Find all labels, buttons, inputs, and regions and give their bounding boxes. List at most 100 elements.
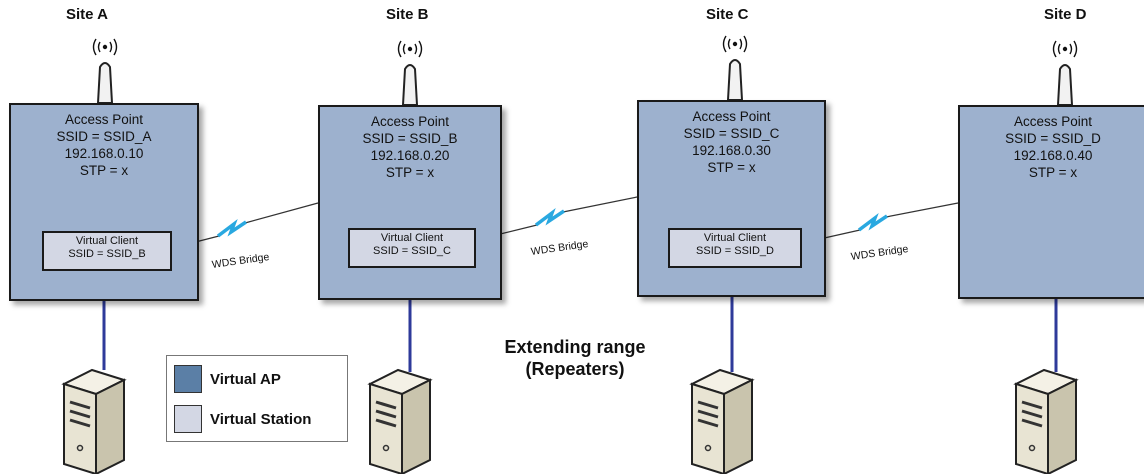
- wireless-link-icon: [857, 213, 888, 232]
- wave: [113, 38, 118, 56]
- site-b-access-point: Access Point SSID = SSID_B 192.168.0.20 …: [318, 105, 502, 300]
- drive-bay: [375, 409, 397, 419]
- site-c-access-point: Access Point SSID = SSID_C 192.168.0.30 …: [637, 100, 826, 297]
- server-icon: [689, 368, 755, 474]
- ap-ip: 192.168.0.10: [64, 146, 144, 161]
- site-c-title: Site C: [706, 6, 749, 23]
- power-button: [382, 444, 390, 452]
- wave: [397, 40, 402, 58]
- server-side: [95, 378, 125, 474]
- ap-ssid: SSID = SSID_D: [1005, 131, 1101, 146]
- legend-label: Virtual AP: [210, 370, 281, 388]
- center-title: Extending range (Repeaters): [470, 336, 680, 380]
- antenna-mast: [726, 59, 744, 101]
- client-ssid: SSID = SSID_B: [68, 248, 146, 260]
- wave: [1052, 40, 1057, 58]
- site-d-access-point: Access Point SSID = SSID_D 192.168.0.40 …: [958, 105, 1144, 299]
- wireless-link-icon: [534, 208, 565, 227]
- ap-ip: 192.168.0.30: [692, 143, 771, 158]
- ap-stp: STP = x: [707, 160, 756, 175]
- ap-stp: STP = x: [79, 163, 129, 178]
- site-b-virtual-client: Virtual Client SSID = SSID_C: [348, 228, 476, 268]
- wds-line-right: [562, 196, 638, 213]
- ap-ip: 192.168.0.40: [1013, 148, 1093, 163]
- site-a-access-point: Access Point SSID = SSID_A 192.168.0.10 …: [9, 103, 199, 301]
- ap-ssid: SSID = SSID_B: [362, 131, 458, 146]
- power-button: [76, 444, 84, 452]
- drive-bay: [375, 418, 397, 428]
- ap-label: Access Point: [64, 112, 144, 127]
- server-side: [723, 378, 753, 474]
- center-title-line1: Extending range: [504, 337, 646, 357]
- wave: [722, 35, 727, 53]
- legend-swatch-virtual-station: [174, 405, 202, 433]
- server-front: [1015, 382, 1049, 474]
- drive-bay: [69, 418, 91, 428]
- drive-bay: [1021, 418, 1043, 428]
- wds-line-right: [885, 202, 959, 218]
- server-front: [691, 382, 725, 474]
- server-icon: [367, 368, 433, 474]
- legend: Virtual AP Virtual Station: [166, 355, 348, 442]
- antenna-icon: [92, 38, 118, 104]
- client-ssid: SSID = SSID_D: [696, 245, 774, 257]
- wave: [1057, 43, 1061, 55]
- drive-bay: [697, 400, 719, 410]
- wds-line-right: [244, 202, 319, 224]
- client-label: Virtual Client: [703, 232, 767, 244]
- wireless-link-icon: [216, 219, 247, 238]
- server-side: [401, 378, 431, 474]
- wave: [727, 38, 731, 50]
- ap-stp: STP = x: [1028, 165, 1078, 180]
- client-label: Virtual Client: [75, 235, 139, 247]
- antenna-mast: [96, 62, 114, 104]
- wds-link-bc: [534, 208, 565, 227]
- wave: [402, 43, 406, 55]
- wave: [92, 38, 97, 56]
- antenna-icon: [722, 35, 748, 101]
- ap-ssid: SSID = SSID_A: [56, 129, 152, 144]
- server-side: [1047, 378, 1077, 474]
- antenna-mast: [401, 64, 419, 106]
- server-front: [63, 382, 97, 474]
- ap-label: Access Point: [370, 114, 450, 129]
- antenna-dot: [407, 46, 413, 52]
- power-button: [1028, 444, 1036, 452]
- wds-link-cd: [857, 213, 888, 232]
- server-front: [369, 382, 403, 474]
- antenna-mast: [1056, 64, 1074, 106]
- site-d-title: Site D: [1044, 6, 1087, 23]
- antenna-icon: [397, 40, 423, 106]
- antenna-dot: [732, 41, 738, 47]
- ap-label: Access Point: [1013, 114, 1093, 129]
- drive-bay: [1021, 409, 1043, 419]
- ap-stp: STP = x: [385, 165, 435, 180]
- drive-bay: [1021, 400, 1043, 410]
- site-b-title: Site B: [386, 6, 429, 23]
- legend-label: Virtual Station: [210, 410, 312, 428]
- server-icon: [1013, 368, 1079, 474]
- antenna-icon: [1052, 40, 1078, 106]
- site-c-virtual-client: Virtual Client SSID = SSID_D: [668, 228, 802, 268]
- wave: [418, 40, 423, 58]
- ap-ssid: SSID = SSID_C: [683, 126, 780, 141]
- server-icon: [61, 368, 127, 474]
- power-button: [704, 444, 712, 452]
- wave: [739, 38, 743, 50]
- wave: [743, 35, 748, 53]
- center-title-line2: (Repeaters): [525, 359, 625, 379]
- legend-swatch-virtual-ap: [174, 365, 202, 393]
- wave: [109, 41, 113, 53]
- antenna-dot: [1062, 46, 1068, 52]
- wds-link-ab: [216, 219, 247, 238]
- antenna-dot: [102, 44, 108, 50]
- drive-bay: [69, 409, 91, 419]
- drive-bay: [69, 400, 91, 410]
- client-label: Virtual Client: [380, 232, 444, 244]
- legend-item-virtual-ap: Virtual AP: [174, 364, 281, 394]
- drive-bay: [375, 400, 397, 410]
- ap-label: Access Point: [692, 109, 771, 124]
- legend-item-virtual-station: Virtual Station: [174, 404, 311, 434]
